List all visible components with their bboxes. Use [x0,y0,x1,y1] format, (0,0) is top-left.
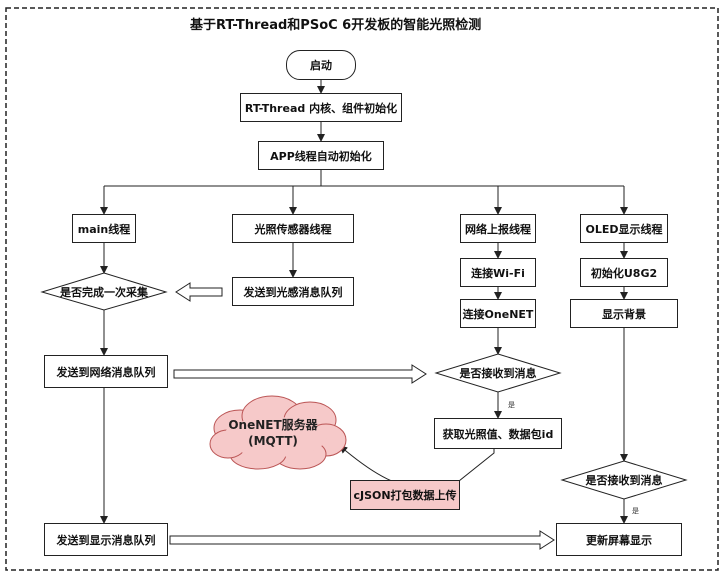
node-send-display-queue: 发送到显示消息队列 [44,523,168,556]
hollow-arrow-display-to-update [169,530,555,550]
node-net-thread: 网络上报线程 [460,214,536,243]
node-main-thread: main线程 [72,214,136,243]
net-recv-decision-shape [434,353,562,393]
node-update-screen: 更新屏幕显示 [556,523,682,556]
decision-oled-recv-label: 是否接收到消息 [585,474,663,487]
node-init-u8g2: 初始化U8G2 [580,258,668,287]
node-connect-onenet: 连接OneNET [460,299,536,328]
onenet-server-line1: OneNET服务器 [228,418,318,432]
edge-label-oled-yes: 是 [632,507,639,515]
node-connect-wifi: 连接Wi-Fi [460,258,536,287]
node-send-sensor-queue: 发送到光感消息队列 [232,277,354,306]
edge-label-net-yes: 是 [508,401,515,409]
node-cjson-upload: cJSON打包数据上传 [350,480,460,510]
edge-getlight-cjson [452,449,495,486]
node-show-bg: 显示背景 [570,299,678,328]
decision-net-recv-label: 是否接收到消息 [459,367,537,380]
onenet-server-label: OneNET服务器 (MQTT) [228,417,317,449]
outer-frame [5,7,719,571]
hollow-arrow-sensor-to-collect [175,282,223,302]
diagram-title: 基于RT-Thread和PSoC 6开发板的智能光照检测 [190,18,482,33]
hollow-arrow-netqueue-to-recv [173,364,427,384]
oled-recv-decision-shape [560,460,688,500]
collect-decision-shape [40,272,168,311]
node-start: 启动 [286,50,356,80]
node-get-light-id: 获取光照值、数据包id [434,418,562,449]
node-app-init: APP线程自动初始化 [258,141,384,170]
node-init: RT-Thread 内核、组件初始化 [240,93,402,122]
node-oled-thread: OLED显示线程 [580,214,668,243]
node-sensor-thread: 光照传感器线程 [232,214,354,243]
onenet-server-line2: (MQTT) [248,434,298,448]
node-send-net-queue: 发送到网络消息队列 [44,355,168,388]
decision-collect-label: 是否完成一次采集 [60,286,148,299]
